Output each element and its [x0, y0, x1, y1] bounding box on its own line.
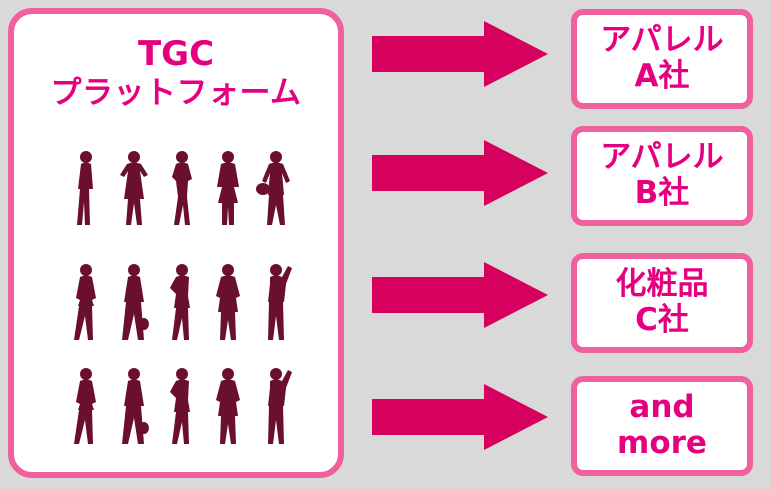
right-arrow-icon [372, 140, 548, 206]
woman-silhouette-icon [170, 264, 190, 340]
company-box-apparel-b: アパレル B社 [571, 126, 753, 226]
company-label-line1: アパレル [600, 22, 724, 59]
woman-silhouette-icon [256, 151, 290, 225]
woman-silhouette-icon [216, 264, 240, 340]
company-label-line2: more [617, 425, 707, 461]
platform-title-line1: TGC [137, 34, 215, 74]
silhouette-row-1 [77, 151, 290, 225]
woman-silhouette-icon [216, 368, 240, 444]
woman-silhouette-icon [122, 264, 149, 340]
company-label-line1: アパレル [600, 139, 724, 176]
company-box-and-more: and more [571, 376, 753, 476]
platform-box: TGC プラットフォーム [8, 8, 344, 478]
woman-silhouette-icon [268, 264, 292, 340]
company-label-line2: C社 [635, 302, 689, 338]
company-label-line2: A社 [634, 58, 690, 94]
company-box-apparel-a: アパレル A社 [571, 9, 753, 109]
woman-silhouette-icon [74, 368, 96, 444]
woman-silhouette-icon [217, 151, 239, 225]
platform-title-line2: プラットフォーム [50, 74, 302, 111]
company-label-line1: 化粧品 [615, 266, 709, 303]
company-label-line2: B社 [634, 175, 690, 211]
platform-title: TGC プラットフォーム [14, 34, 338, 112]
woman-silhouette-icon [172, 151, 192, 225]
silhouette-row-3 [74, 368, 292, 444]
silhouette-row-2 [74, 264, 292, 340]
woman-silhouette-icon [120, 151, 148, 225]
company-box-cosmetics-c: 化粧品 C社 [571, 253, 753, 353]
woman-silhouette-icon [268, 368, 292, 444]
company-label-line1: and [629, 389, 695, 426]
woman-silhouette-icon [77, 151, 93, 225]
right-arrow-icon [372, 384, 548, 450]
woman-silhouette-icon [170, 368, 190, 444]
woman-silhouette-icon [122, 368, 149, 444]
right-arrow-icon [372, 21, 548, 87]
woman-silhouette-icon [74, 264, 96, 340]
right-arrow-icon [372, 262, 548, 328]
